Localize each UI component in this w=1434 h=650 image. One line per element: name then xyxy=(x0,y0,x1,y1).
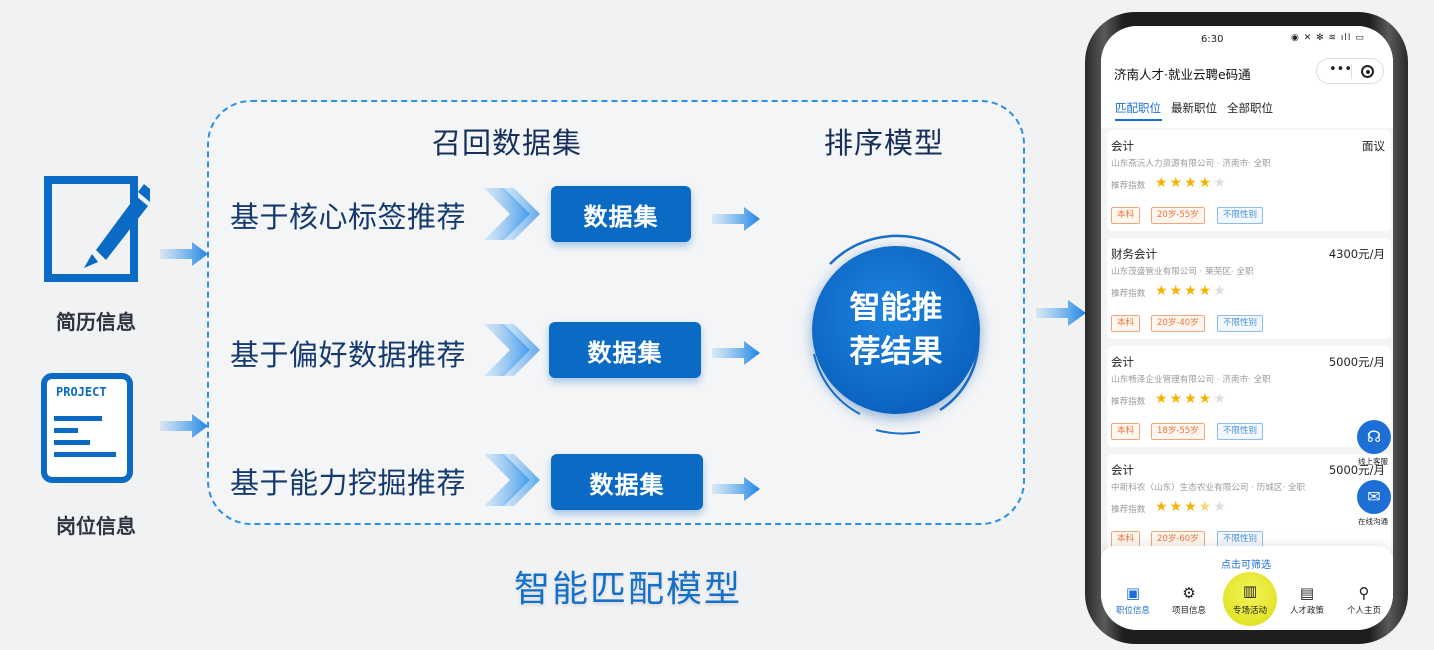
chevron-right-icon xyxy=(484,324,540,376)
tabbar-item-special-event[interactable]: 专场活动 xyxy=(1232,606,1267,616)
rating-stars: ★★★★★ xyxy=(1155,391,1228,407)
chat-bubble-icon: ✉ xyxy=(1367,487,1381,506)
smart-matching-model-title: 智能匹配模型 xyxy=(514,569,743,610)
output-arrow-icon xyxy=(1036,300,1086,326)
tabbar-item-talent-policy[interactable]: 人才政策 xyxy=(1289,606,1324,616)
tabbar-item-job-info[interactable]: 职位信息 xyxy=(1115,606,1150,616)
job-info-icon: ▣ xyxy=(1125,584,1141,602)
resume-label: 简历信息 xyxy=(56,310,136,334)
education-tag: 本科 xyxy=(1111,315,1141,332)
special-event-icon: ▥ xyxy=(1242,582,1258,600)
chevron-right-icon xyxy=(484,454,540,506)
job-company: 中新科农（山东）生态农业有限公司 · 历城区· 全职 xyxy=(1111,483,1306,493)
job-salary: 5000元/月 xyxy=(1328,463,1385,477)
special-event-tab-bg xyxy=(1223,572,1277,626)
job-card[interactable]: 会计 5000元/月 中新科农（山东）生态农业有限公司 · 历城区· 全职 推荐… xyxy=(1107,454,1391,555)
gender-tag: 不限性别 xyxy=(1217,423,1264,440)
job-card[interactable]: 会计 5000元/月 山东畅泽企业管理有限公司 · 济南市· 全职 推荐指数 ★… xyxy=(1107,346,1391,447)
job-title: 会计 xyxy=(1111,355,1134,369)
rating-label: 推荐指数 xyxy=(1111,397,1146,407)
tabbar-item-project-info[interactable]: 项目信息 xyxy=(1171,606,1206,616)
job-card[interactable]: 会计 面议 山东燕沅人力资源有限公司 · 济南市· 全职 推荐指数 ★★★★★ … xyxy=(1107,130,1391,231)
dataset-arrow-icon xyxy=(712,477,760,501)
education-tag: 本科 xyxy=(1111,423,1141,440)
resume-icon xyxy=(44,176,156,282)
job-tabs xyxy=(1101,90,1393,128)
smart-recommendation-result: 智能推荐结果 xyxy=(812,246,980,414)
dataset-box: 数据集 xyxy=(551,186,691,242)
talent-policy-icon: ▤ xyxy=(1299,584,1315,602)
position-arrow-icon xyxy=(160,414,208,438)
rating-stars: ★★★★★ xyxy=(1155,175,1228,191)
recall-dataset-title: 召回数据集 xyxy=(432,126,583,160)
age-tag: 18岁-55岁 xyxy=(1151,423,1205,440)
ranking-model-title: 排序模型 xyxy=(824,126,945,160)
job-title: 会计 xyxy=(1111,139,1134,153)
rating-label: 推荐指数 xyxy=(1111,289,1146,299)
job-company: 山东畅泽企业管理有限公司 · 济南市· 全职 xyxy=(1111,375,1271,385)
dataset-arrow-icon xyxy=(712,341,760,365)
project-info-icon: ⚙ xyxy=(1182,584,1196,602)
job-salary: 面议 xyxy=(1362,139,1385,153)
dataset-arrow-icon xyxy=(712,207,760,231)
tabbar-item-personal-home[interactable]: 个人主页 xyxy=(1346,606,1381,616)
job-salary: 5000元/月 xyxy=(1328,355,1385,369)
job-title: 会计 xyxy=(1111,463,1134,477)
project-document-icon xyxy=(40,372,136,484)
online-chat-label: 在线沟通 xyxy=(1358,517,1388,526)
result-line-1: 智能推 xyxy=(849,290,943,326)
age-tag: 20岁-55岁 xyxy=(1151,207,1205,224)
job-title: 财务会计 xyxy=(1111,247,1157,261)
status-bar xyxy=(1101,26,1393,56)
recall-method-preference: 基于偏好数据推荐 xyxy=(230,338,467,372)
rating-label: 推荐指数 xyxy=(1111,505,1146,515)
tab-latest-jobs[interactable]: 最新职位 xyxy=(1171,101,1217,115)
status-icons: ◉ ✕ ✻ ≋ ıll ▭ xyxy=(1291,33,1365,43)
rating-label: 推荐指数 xyxy=(1111,181,1146,191)
job-card[interactable]: 财务会计 4300元/月 山东茂盛管业有限公司 · 莱芜区· 全职 推荐指数 ★… xyxy=(1107,238,1391,339)
job-company: 山东茂盛管业有限公司 · 莱芜区· 全职 xyxy=(1111,267,1254,277)
chevron-right-icon xyxy=(484,188,540,240)
rating-stars: ★★★★★ xyxy=(1155,283,1228,299)
job-company: 山东燕沅人力资源有限公司 · 济南市· 全职 xyxy=(1111,159,1271,169)
age-tag: 20岁-40岁 xyxy=(1151,315,1205,332)
resume-arrow-icon xyxy=(160,242,208,266)
phone-screen: 6:30 ◉ ✕ ✻ ≋ ıll ▭ 济南人才·就业云聘e码通 ••• 匹配职位… xyxy=(1101,26,1393,630)
tab-underline xyxy=(1115,119,1162,121)
dataset-box: 数据集 xyxy=(549,322,701,378)
filter-button[interactable]: 点击可筛选 xyxy=(1221,560,1271,571)
status-time: 6:30 xyxy=(1201,34,1224,45)
capsule-divider xyxy=(1351,64,1352,79)
online-service-button[interactable]: ☊ xyxy=(1357,420,1391,454)
project-document-text: PROJECT xyxy=(56,385,107,399)
app-title: 济南人才·就业云聘e码通 xyxy=(1114,67,1251,82)
miniprogram-capsule: ••• xyxy=(1316,58,1384,84)
online-chat-button[interactable]: ✉ xyxy=(1357,480,1391,514)
job-salary: 4300元/月 xyxy=(1328,247,1385,261)
recall-method-ability-mining: 基于能力挖掘推荐 xyxy=(230,466,467,500)
dataset-box: 数据集 xyxy=(551,454,703,510)
rating-stars: ★★★★★ xyxy=(1155,499,1228,515)
gender-tag: 不限性别 xyxy=(1217,207,1264,224)
recall-method-core-tags: 基于核心标签推荐 xyxy=(230,200,467,234)
gender-tag: 不限性别 xyxy=(1217,315,1264,332)
position-label: 岗位信息 xyxy=(56,514,136,538)
tab-matched-jobs[interactable]: 匹配职位 xyxy=(1115,101,1161,115)
personal-home-icon: ⚲ xyxy=(1358,584,1370,602)
close-target-icon[interactable] xyxy=(1361,65,1374,78)
tab-all-jobs[interactable]: 全部职位 xyxy=(1227,101,1273,115)
education-tag: 本科 xyxy=(1111,207,1141,224)
headset-icon: ☊ xyxy=(1366,427,1382,446)
more-icon[interactable]: ••• xyxy=(1329,62,1353,77)
result-line-2: 荐结果 xyxy=(849,334,943,370)
online-service-label: 线上客服 xyxy=(1358,457,1388,466)
